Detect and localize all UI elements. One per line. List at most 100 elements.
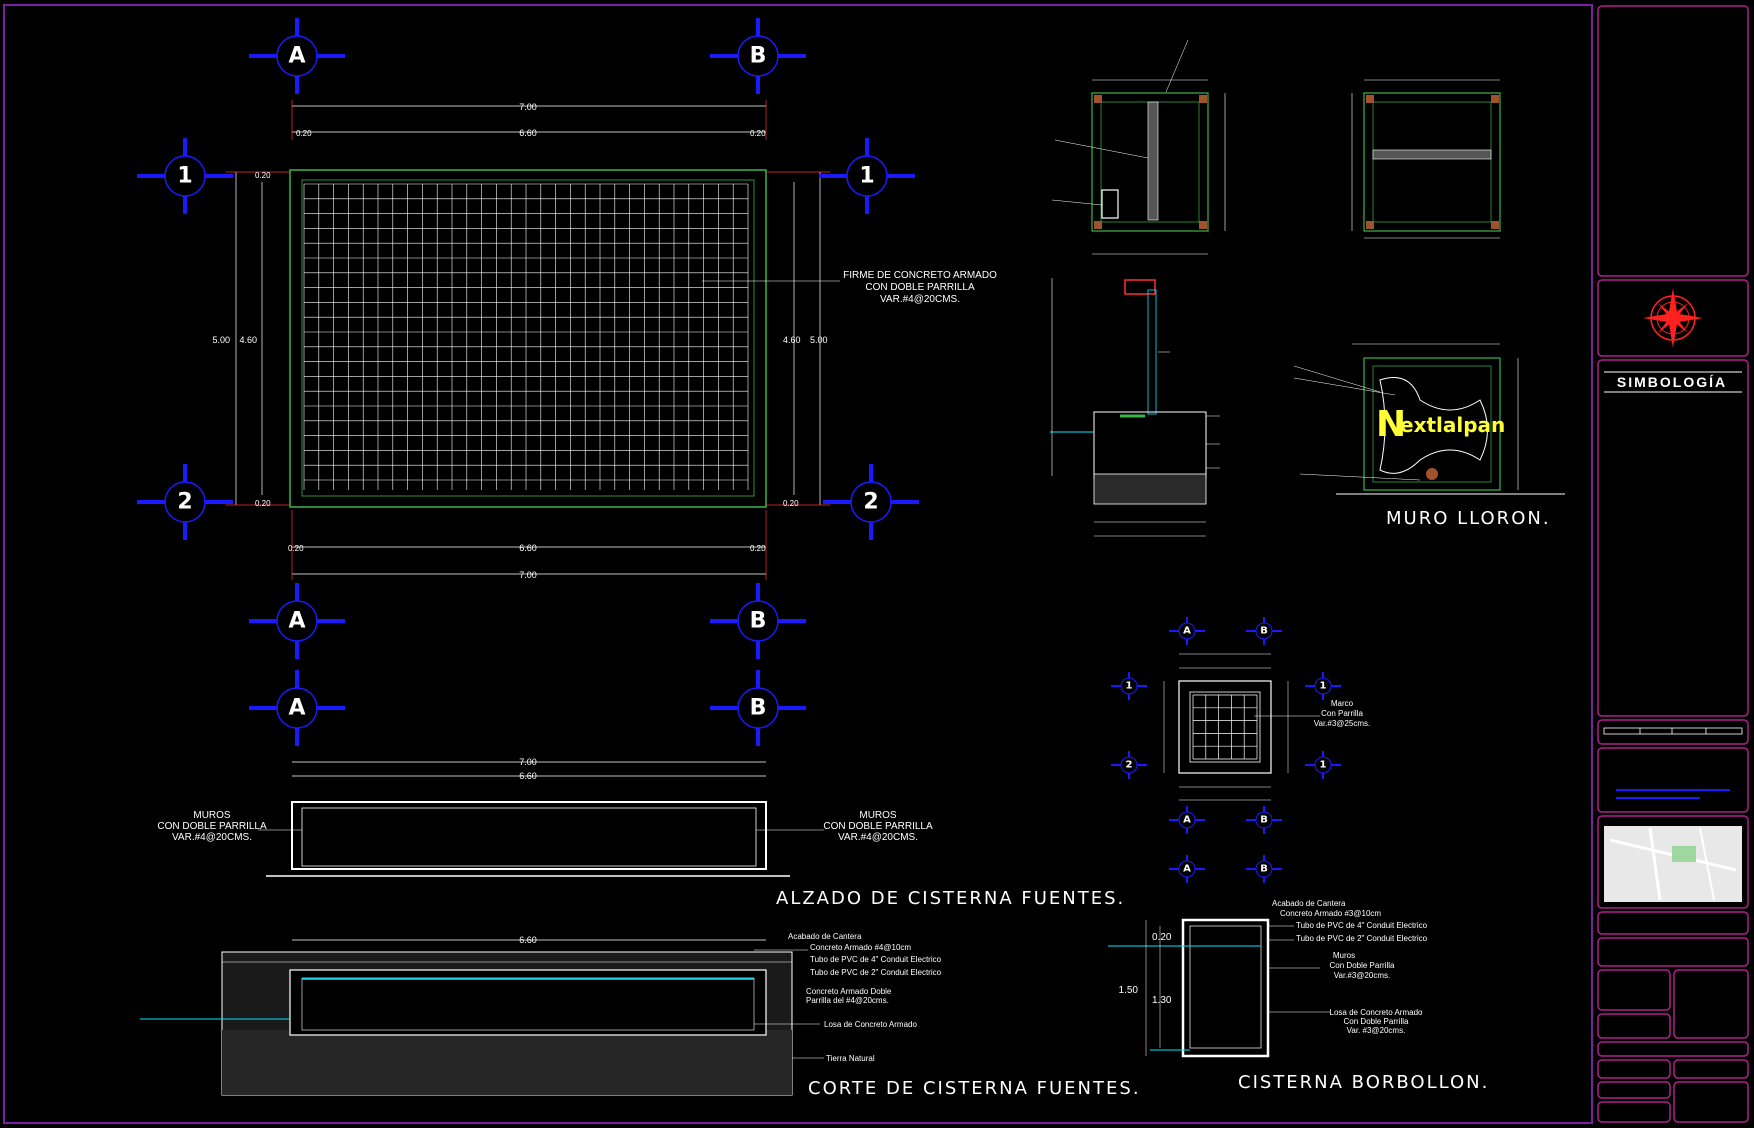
- axis-label: 1: [859, 164, 874, 189]
- section-title: CORTE DE CISTERNA FUENTES.: [808, 1078, 1141, 1099]
- dim-edge-tl: 0.20: [296, 129, 312, 138]
- location-map: [1604, 826, 1742, 902]
- elev-left-note3: VAR.#4@20CMS.: [172, 832, 252, 843]
- muro-plan-b: [1363, 92, 1501, 232]
- plan-note-line1: FIRME DE CONCRETO ARMADO: [843, 270, 997, 281]
- borb-section-box: [1181, 918, 1270, 1058]
- dim-inner-top: 6.60: [519, 128, 537, 138]
- axis-bubble-b-top: B: [710, 18, 806, 94]
- axis-bubble-1-borb-left: 1: [1111, 672, 1147, 700]
- muro-elevation: [1363, 357, 1501, 491]
- section-dim-inner: 6.60: [519, 935, 537, 945]
- title-block: [1597, 5, 1749, 1123]
- plan-note-line2: CON DOBLE PARRILLA: [865, 282, 975, 293]
- borb-dim-top: 0.20: [1152, 932, 1172, 943]
- plan-note-line3: VAR.#4@20CMS.: [880, 294, 960, 305]
- elevation-view: A B 7.00 6.60 MUROS CON DOBLE PARRILLA V…: [157, 670, 1125, 909]
- axis-bubble-a-elev: A: [249, 670, 345, 746]
- dim-edge-bl: 0.20: [288, 544, 304, 553]
- muro-plan-a: [1091, 92, 1209, 232]
- dim-edge-br: 0.20: [750, 544, 766, 553]
- elev-dim-inner: 6.60: [519, 771, 537, 781]
- borb-dim-inner: 1.30: [1152, 995, 1172, 1006]
- borbollon-grid: [1192, 694, 1258, 760]
- sheet-frame: [3, 4, 1593, 1124]
- borb-section-title: CISTERNA BORBOLLON.: [1238, 1072, 1489, 1093]
- dim-height-right-inner: 4.60: [783, 335, 801, 345]
- axis-bubble-a-borb-bottom: A: [1169, 806, 1205, 834]
- plan-dimensions: [226, 100, 830, 580]
- axis-bubble-b-bottom: B: [710, 583, 806, 659]
- axis-label: B: [1260, 864, 1268, 875]
- muro-logo-initial: N: [1376, 404, 1406, 445]
- axis-label: A: [1183, 815, 1191, 826]
- slab-inner-outline: [301, 179, 755, 497]
- axis-label: B: [1260, 815, 1268, 826]
- axis-label: 2: [177, 490, 192, 515]
- north-arrow-icon: [1643, 288, 1703, 348]
- dim-edge-right-bottom: 0.20: [783, 499, 799, 508]
- axis-label: B: [1260, 626, 1268, 637]
- axis-bubble-1-borb-right-top: 1: [1305, 672, 1341, 700]
- dim-edge-left-top: 0.20: [255, 171, 271, 180]
- section-callout-6: Parrilla del #4@20cms.: [806, 996, 889, 1005]
- rebar-grid: [303, 183, 749, 490]
- borb-callout-2: Concreto Armado #3@10cm: [1280, 909, 1381, 918]
- elev-right-note2: CON DOBLE PARRILLA: [823, 821, 933, 832]
- dim-height-right-outer: 5.00: [810, 335, 828, 345]
- elev-left-note1: MUROS: [193, 810, 231, 821]
- axis-bubble-2-borb-left: 2: [1111, 751, 1147, 779]
- borbollon-section: A B 0.20 1.50 1.30 Acabado de Cantera Co…: [1108, 855, 1489, 1093]
- dim-edge-tr: 0.20: [750, 129, 766, 138]
- axis-bubble-2-left: 2: [137, 464, 233, 540]
- axis-label: 1: [1320, 760, 1327, 771]
- muro-section-wall: [1124, 279, 1156, 295]
- muro-lloron-detail: N extlalpan MURO LLORON.: [1050, 39, 1565, 537]
- axis-label: B: [750, 696, 767, 721]
- elevation-title: ALZADO DE CISTERNA FUENTES.: [776, 888, 1125, 909]
- borb-callout-9: Con Doble Parrilla: [1344, 1017, 1409, 1026]
- axis-label: 2: [863, 490, 878, 515]
- axis-label: 1: [1320, 681, 1327, 692]
- borb-note-2: Con Parrilla: [1321, 709, 1363, 718]
- axis-label: A: [288, 609, 305, 634]
- axis-label: 1: [177, 164, 192, 189]
- dim-height-left-outer: 5.00: [212, 335, 230, 345]
- dim-height-left-inner: 4.60: [239, 335, 257, 345]
- dim-total-top: 7.00: [519, 102, 537, 112]
- elev-right-note1: MUROS: [859, 810, 897, 821]
- elev-right-note3: VAR.#4@20CMS.: [838, 832, 918, 843]
- axis-label: A: [288, 44, 305, 69]
- axis-bubble-b-borb-sec: B: [1246, 855, 1282, 883]
- axis-bubble-2-right: 2: [823, 464, 919, 540]
- axis-bubble-1-left: 1: [137, 138, 233, 214]
- axis-bubble-b-borb-bottom: B: [1246, 806, 1282, 834]
- borb-callout-7: Var.#3@20cms.: [1334, 971, 1390, 980]
- section-view: 6.60 Acabado de Cantera Concreto Armado …: [140, 932, 1141, 1099]
- section-callout-5: Concreto Armado Doble: [806, 987, 892, 996]
- dim-edge-left-bottom: 0.20: [255, 499, 271, 508]
- axis-bubble-1-right: 1: [819, 138, 915, 214]
- axis-bubble-a-borb-top: A: [1169, 617, 1205, 645]
- borb-callout-4: Tubo de PVC de 2" Conduit Electrico: [1296, 934, 1428, 943]
- elevation-wall: [291, 801, 767, 870]
- elev-left-note2: CON DOBLE PARRILLA: [157, 821, 267, 832]
- axis-label: B: [750, 609, 767, 634]
- axis-bubble-a-top: A: [249, 18, 345, 94]
- scale-bar: [1603, 727, 1743, 735]
- section-callout-8: Tierra Natural: [826, 1054, 875, 1063]
- simbologia-heading: SIMBOLOGÍA: [1617, 374, 1727, 390]
- muro-logo-rest: extlalpan: [1400, 413, 1505, 437]
- section-callout-3: Tubo de PVC de 4" Conduit Electrico: [810, 955, 942, 964]
- borb-callout-3: Tubo de PVC de 4" Conduit Electrico: [1296, 921, 1428, 930]
- borb-dim-outer: 1.50: [1119, 985, 1139, 996]
- axis-bubble-a-bottom: A: [249, 583, 345, 659]
- borb-callout-10: Var. #3@20cms.: [1347, 1026, 1406, 1035]
- borb-note-3: Var.#3@25cms.: [1314, 719, 1370, 728]
- borb-callout-8: Losa de Concreto Armado: [1330, 1008, 1423, 1017]
- axis-label: A: [1183, 626, 1191, 637]
- elev-dim-total: 7.00: [519, 757, 537, 767]
- axis-label: 2: [1126, 760, 1133, 771]
- section-callout-2: Concreto Armado #4@10cm: [810, 943, 911, 952]
- axis-bubble-a-borb-sec: A: [1169, 855, 1205, 883]
